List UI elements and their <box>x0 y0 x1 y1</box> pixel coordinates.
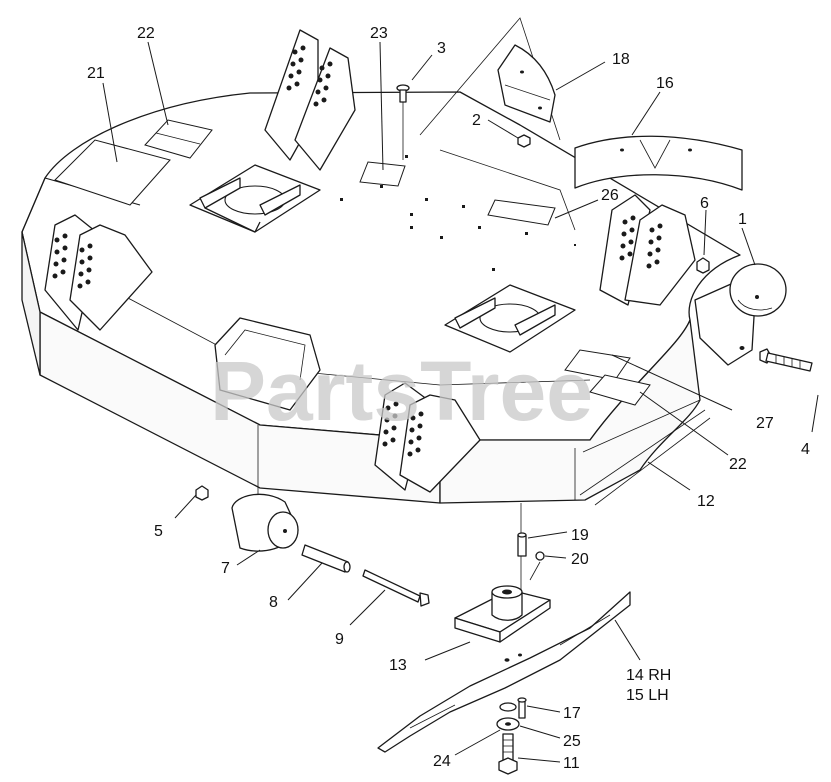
roller-spacer <box>301 544 351 573</box>
callout-2: 2 <box>472 112 481 129</box>
carriage-bolt-3 <box>396 84 410 160</box>
grease-fitting <box>529 551 545 581</box>
spindle-housing-right <box>444 284 576 353</box>
callout-1: 1 <box>738 211 747 228</box>
callout-4: 4 <box>801 441 810 458</box>
deflector-bracket <box>497 44 556 123</box>
height-bracket-top <box>264 29 356 171</box>
callout-20: 20 <box>571 551 589 568</box>
callout-16: 16 <box>656 75 674 92</box>
callout-14-rh: 14 RH <box>626 667 671 684</box>
hex-nut-2 <box>517 134 531 148</box>
callout-25: 25 <box>563 733 581 750</box>
callout-12: 12 <box>697 493 715 510</box>
washer-25 <box>496 717 520 731</box>
callout-8: 8 <box>269 594 278 611</box>
hex-nut-6 <box>696 257 710 274</box>
callout-22-bottom: 22 <box>729 456 747 473</box>
callout-21: 21 <box>87 65 105 82</box>
callout-19: 19 <box>571 527 589 544</box>
callout-22-top: 22 <box>137 25 155 42</box>
mower-blade <box>377 591 631 753</box>
callout-26: 26 <box>601 187 619 204</box>
blade-bolt-17 <box>517 697 527 719</box>
callout-24: 24 <box>433 753 451 770</box>
spindle-housing-left <box>189 164 321 233</box>
roller-bracket <box>214 317 321 411</box>
callout-15-lh: 15 LH <box>626 687 669 704</box>
watermark: PartsTree <box>210 344 593 438</box>
leader-lines <box>102 41 819 763</box>
height-bracket-left <box>44 214 153 331</box>
washer-24 <box>499 702 517 712</box>
roller-bolt <box>362 569 430 607</box>
callout-11: 11 <box>563 755 580 772</box>
mower-deck <box>21 91 741 506</box>
height-bracket-right <box>599 194 696 306</box>
callout-27: 27 <box>756 415 774 432</box>
anti-scalp-roller <box>729 263 787 317</box>
spindle-key <box>517 532 527 557</box>
deck-roller <box>231 493 299 552</box>
callout-23: 23 <box>370 25 388 42</box>
deck-mounting-holes <box>340 155 576 271</box>
callout-9: 9 <box>335 631 344 648</box>
callout-13: 13 <box>389 657 407 674</box>
callout-labels: 21 22 23 3 18 16 2 26 6 1 27 4 22 12 5 7… <box>87 25 810 772</box>
callout-5: 5 <box>154 523 163 540</box>
hex-nut-5 <box>195 485 209 501</box>
blade-bolt-11 <box>498 733 518 775</box>
callout-7: 7 <box>221 560 230 577</box>
callout-18: 18 <box>612 51 630 68</box>
callout-6: 6 <box>700 195 709 212</box>
height-bracket-front <box>374 382 481 493</box>
hex-bolt-4 <box>759 348 813 372</box>
callout-3: 3 <box>437 40 446 57</box>
decals <box>54 119 651 406</box>
callout-17: 17 <box>563 705 581 722</box>
baffle <box>574 135 743 191</box>
spindle-mount-plate <box>454 585 551 643</box>
